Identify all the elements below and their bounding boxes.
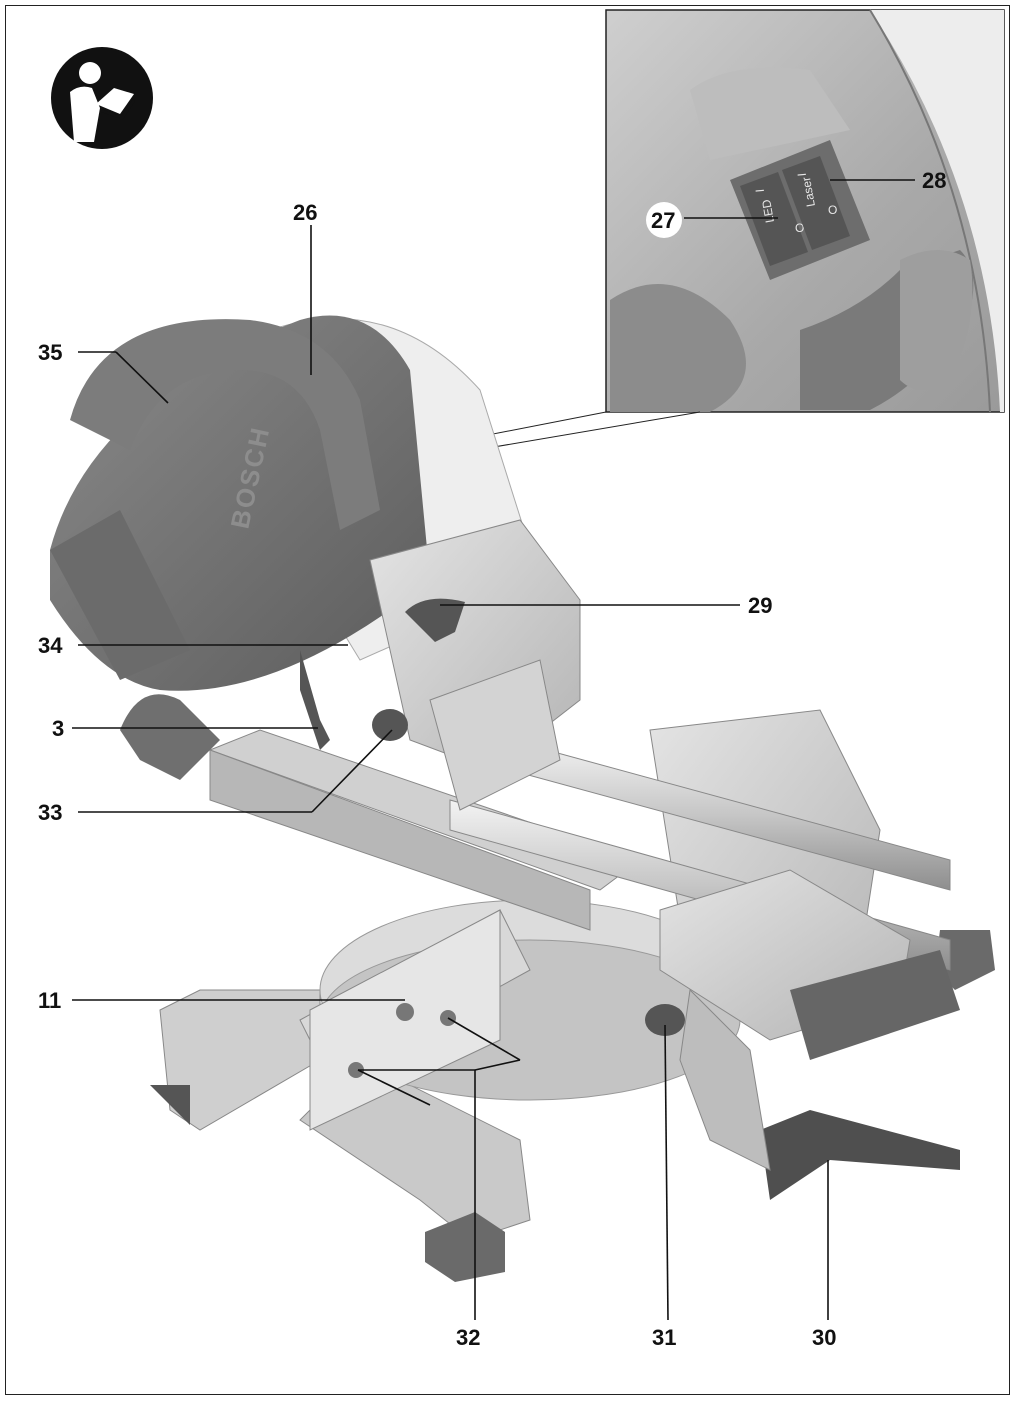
switch-detail-inset: I O LED I O Laser bbox=[605, 9, 1005, 413]
callout-34: 34 bbox=[38, 633, 63, 658]
leader-35b bbox=[115, 351, 169, 404]
svg-text:O: O bbox=[828, 203, 837, 217]
leader-32c bbox=[357, 1069, 431, 1106]
callout-29: 29 bbox=[748, 593, 772, 618]
callout-35: 35 bbox=[38, 340, 62, 365]
callout-leaders bbox=[72, 179, 915, 1321]
leader-32d bbox=[474, 1059, 521, 1071]
leader-33b bbox=[311, 729, 393, 813]
callout-27: 27 bbox=[646, 202, 682, 238]
callout-labels: 26 27 28 29 35 34 3 33 11 32 31 30 bbox=[38, 168, 946, 1350]
page-frame bbox=[5, 5, 1010, 1395]
callout-28: 28 bbox=[922, 168, 946, 193]
svg-text:I: I bbox=[753, 188, 767, 193]
callout-11: 11 bbox=[38, 988, 61, 1013]
callout-26: 26 bbox=[293, 200, 317, 225]
callout-32: 32 bbox=[456, 1325, 480, 1350]
callout-30: 30 bbox=[812, 1325, 836, 1350]
svg-text:I: I bbox=[795, 172, 809, 177]
callout-31: 31 bbox=[652, 1325, 676, 1350]
svg-text:27: 27 bbox=[651, 208, 675, 233]
svg-text:O: O bbox=[795, 221, 804, 235]
leader-31 bbox=[664, 1024, 669, 1321]
svg-text:Laser: Laser bbox=[799, 176, 818, 208]
saw-body: BOSCH bbox=[50, 315, 995, 1282]
laser-switch: I O Laser bbox=[782, 156, 850, 250]
callout-33: 33 bbox=[38, 800, 62, 825]
read-manual-icon bbox=[51, 47, 153, 149]
callout-3: 3 bbox=[52, 716, 64, 741]
leader-32e bbox=[447, 1017, 521, 1061]
